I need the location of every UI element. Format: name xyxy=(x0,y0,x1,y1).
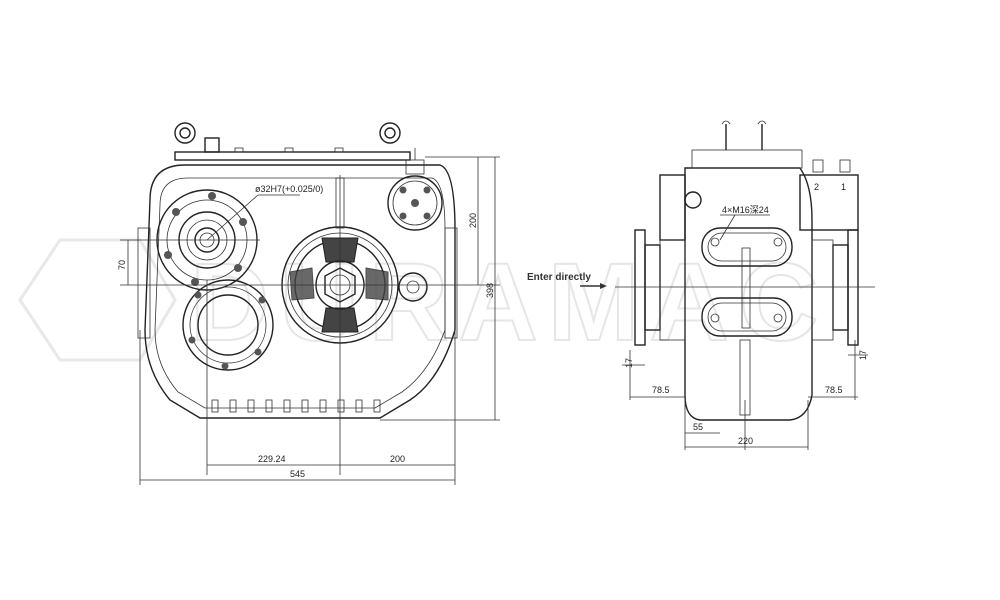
front-view: 70 200 398 229.24 200 545 ø32H7(+0.025/0… xyxy=(117,122,500,485)
dim-height-upper-label: 200 xyxy=(468,213,478,228)
dim-width-left-label: 229.24 xyxy=(258,454,286,464)
watermark-text: DURAMAC xyxy=(190,241,828,364)
dim-width-total-label: 545 xyxy=(290,469,305,479)
port-1-label: 1 xyxy=(841,182,846,192)
dim-width-right-label: 200 xyxy=(390,454,405,464)
dim-height-total-label: 398 xyxy=(485,283,495,298)
dim-offset-label: 70 xyxy=(117,260,127,270)
thread-callout-label: 4×M16深24 xyxy=(722,205,769,215)
dim-width-label: 220 xyxy=(738,436,753,446)
watermark: DURAMAC xyxy=(18,238,828,365)
dim-half-label: 55 xyxy=(693,422,703,432)
port-2-label: 2 xyxy=(814,182,819,192)
input-direction-arrow: Enter directly xyxy=(527,272,607,289)
enter-directly-label: Enter directly xyxy=(527,272,591,283)
bore-callout-label: ø32H7(+0.025/0) xyxy=(255,184,323,194)
dim-shaft-right-label: 78.5 xyxy=(825,385,843,395)
side-view: 2 1 4×M16深24 17 78.5 17 78.5 xyxy=(615,120,875,450)
dim-flange-right-label: 17 xyxy=(858,350,868,360)
dim-shaft-left-label: 78.5 xyxy=(652,385,670,395)
dim-flange-left-label: 17 xyxy=(624,358,634,368)
